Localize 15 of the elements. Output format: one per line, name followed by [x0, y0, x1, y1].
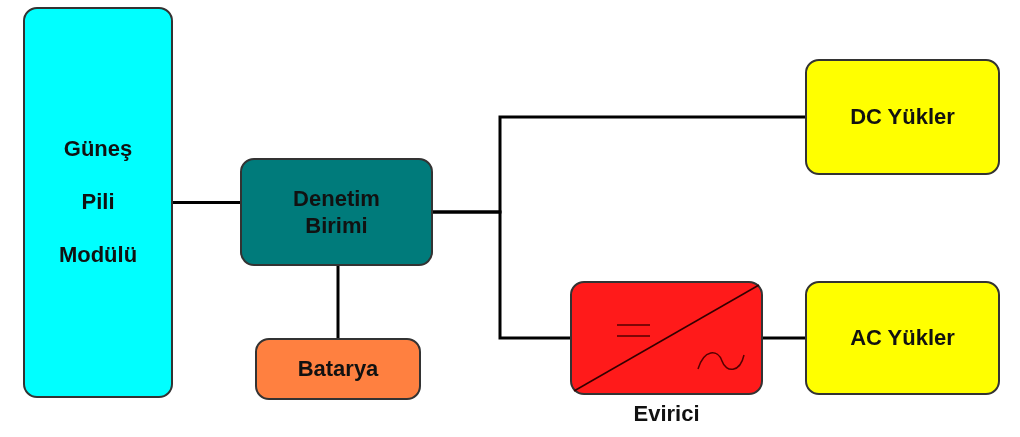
load-box [805, 59, 1000, 175]
module-box [23, 7, 173, 398]
connector-line [336, 266, 340, 338]
node-label: Güneş Pili Modülü [57, 135, 139, 269]
inverter-label: Evirici [632, 401, 701, 427]
connector-line [433, 210, 570, 340]
connector-line [173, 201, 240, 204]
node-label: DC Yükler [850, 103, 955, 131]
battery-box [255, 338, 421, 400]
node-label: Batarya [297, 355, 379, 383]
connector-line [763, 336, 805, 340]
control-unit-box [240, 158, 433, 266]
node-label: AC Yükler [850, 324, 955, 352]
load-box [805, 281, 1000, 395]
node-label: Denetim Birimi [292, 184, 381, 240]
